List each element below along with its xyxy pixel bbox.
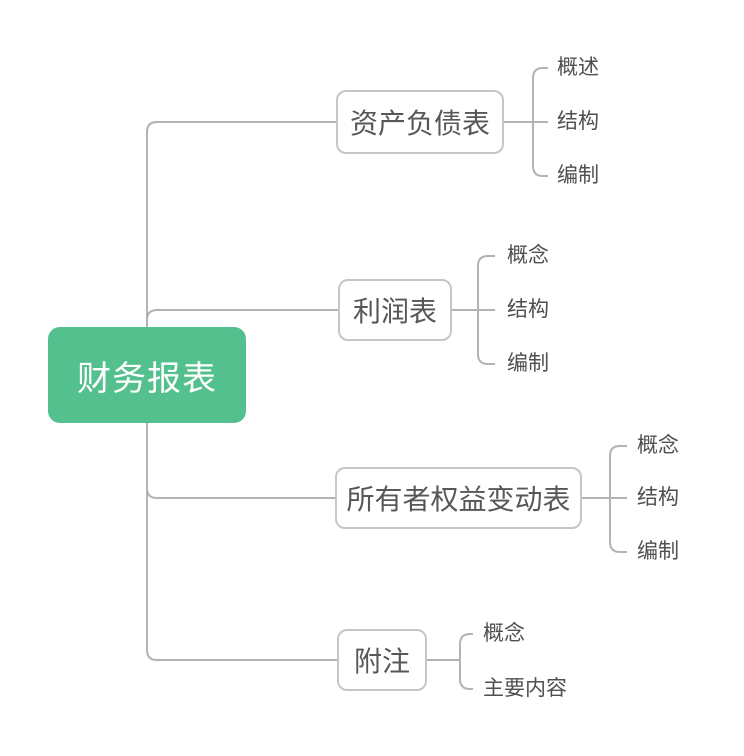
leaf-equity-changes-concept[interactable]: 概念 bbox=[637, 434, 679, 457]
connector-root-to-balance-sheet bbox=[146, 121, 336, 327]
leaf-equity-changes-preparation[interactable]: 编制 bbox=[637, 540, 679, 563]
leaf-balance-sheet-overview[interactable]: 概述 bbox=[557, 56, 599, 79]
branch-node-income-statement[interactable]: 利润表 bbox=[338, 279, 452, 341]
leaf-notes-concept[interactable]: 概念 bbox=[483, 622, 525, 645]
leaf-income-statement-preparation[interactable]: 编制 bbox=[507, 352, 549, 375]
branch-node-balance-sheet[interactable]: 资产负债表 bbox=[336, 90, 504, 154]
connector-root-to-income-statement bbox=[146, 309, 338, 327]
root-node-financial-statements[interactable]: 财务报表 bbox=[48, 327, 246, 423]
leaf-income-statement-concept[interactable]: 概念 bbox=[507, 244, 549, 267]
connector-root-to-notes bbox=[146, 423, 337, 661]
connector-root-to-equity-changes bbox=[146, 423, 335, 499]
branch-node-notes[interactable]: 附注 bbox=[337, 629, 427, 691]
connector-balance-sheet-rail bbox=[532, 67, 548, 177]
connector-notes-rail bbox=[459, 633, 473, 690]
connector-equity-changes-rail bbox=[609, 445, 627, 553]
leaf-income-statement-structure[interactable]: 结构 bbox=[507, 298, 549, 321]
connector-income-statement-rail bbox=[477, 255, 495, 365]
leaf-notes-main-content[interactable]: 主要内容 bbox=[483, 677, 567, 700]
leaf-balance-sheet-preparation[interactable]: 编制 bbox=[557, 164, 599, 187]
branch-node-equity-changes[interactable]: 所有者权益变动表 bbox=[335, 467, 582, 529]
leaf-equity-changes-structure[interactable]: 结构 bbox=[637, 486, 679, 509]
leaf-balance-sheet-structure[interactable]: 结构 bbox=[557, 110, 599, 133]
